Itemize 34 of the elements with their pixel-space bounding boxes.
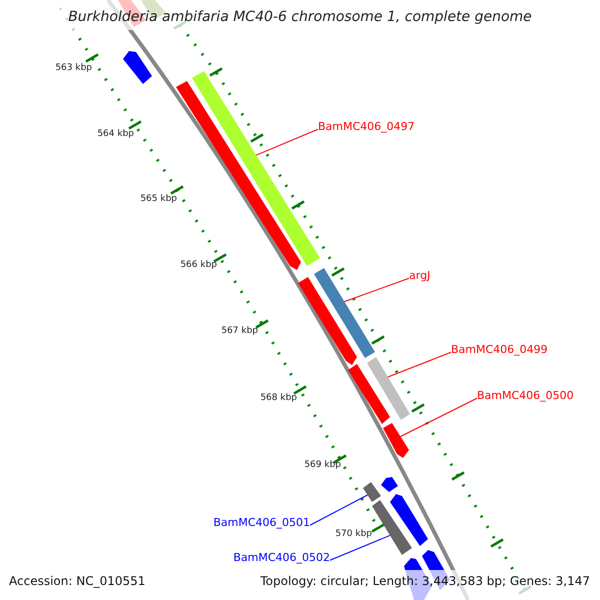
gene-segment <box>383 423 409 458</box>
accession-text: Accession: NC_010551 <box>9 575 146 587</box>
gene-segment <box>123 51 152 84</box>
gene-label: BamMC406_0501 <box>213 517 310 528</box>
scale-label: 563 kbp <box>55 64 92 73</box>
title: Burkholderia ambifaria MC40-6 chromosome 1, complete genome <box>67 10 533 24</box>
gene-segment <box>348 364 390 424</box>
leader-line <box>344 278 410 302</box>
gene-segment <box>176 81 301 270</box>
gene-segment <box>381 477 398 492</box>
scale-label: 565 kbp <box>140 195 177 204</box>
gene-segment <box>298 277 357 365</box>
gene-label: BamMC406_0497 <box>318 121 415 132</box>
scale-label: 567 kbp <box>221 327 258 336</box>
scale-label: 566 kbp <box>180 261 217 270</box>
gene-segment <box>372 500 412 555</box>
scale-label: 564 kbp <box>97 130 134 139</box>
gene-label: BamMC406_0500 <box>477 390 574 401</box>
gene-label: BamMC406_0499 <box>451 344 548 355</box>
gene-segment <box>314 268 375 358</box>
gene-segment <box>363 482 381 502</box>
gene-segment <box>390 494 428 546</box>
scale-label: 570 kbp <box>335 530 372 539</box>
scale-label: 568 kbp <box>260 394 297 403</box>
leader-line <box>310 494 368 526</box>
gene-label: BamMC406_0502 <box>233 552 330 563</box>
gene-segment <box>367 357 410 420</box>
leader-line <box>387 352 452 378</box>
scale-label: 569 kbp <box>304 461 341 470</box>
leader-line <box>330 534 390 561</box>
leader-line <box>256 128 318 156</box>
leader-line <box>400 398 478 437</box>
gene-label: argJ <box>409 270 430 281</box>
genome-info-text: Topology: circular; Length: 3,443,583 bp; Genes: 3,147 <box>260 575 590 587</box>
